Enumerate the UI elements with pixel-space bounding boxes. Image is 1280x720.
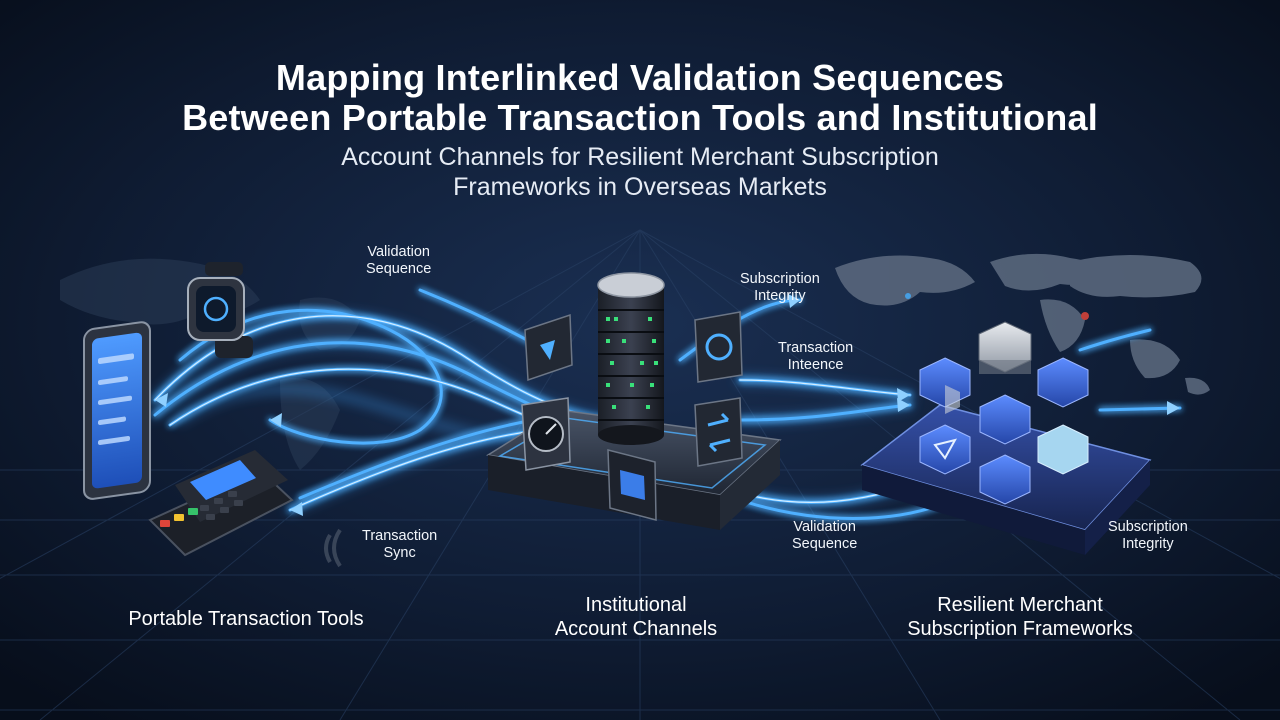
channel-tile-right-bottom-icon xyxy=(694,397,743,467)
channel-tile-right-top-icon xyxy=(694,311,743,383)
page-title-line-1: Mapping Interlinked Validation Sequences xyxy=(275,57,1005,98)
label-line: Integrity xyxy=(754,288,806,304)
section-merchant: Resilient Merchant Subscription Framewor… xyxy=(870,593,1170,641)
label-line: Sync xyxy=(383,545,416,561)
section-line: Institutional xyxy=(585,594,687,616)
smartwatch-icon xyxy=(187,262,253,358)
label-line: Transaction xyxy=(778,340,854,356)
label-line: Subscription xyxy=(1108,519,1188,535)
hexagon-cluster-icon xyxy=(919,321,1089,505)
database-server-icon xyxy=(597,272,665,445)
label-transaction-inteence: Transaction Inteence xyxy=(778,340,853,374)
page-subtitle-line-2: Frameworks in Overseas Markets xyxy=(453,173,827,201)
label-line: Transaction xyxy=(362,528,438,544)
label-transaction-sync: Transaction Sync xyxy=(362,528,437,562)
section-line: Subscription Frameworks xyxy=(907,618,1133,640)
page-title-line-2: Between Portable Transaction Tools and I… xyxy=(182,97,1098,138)
channel-tile-left-icon xyxy=(524,313,573,382)
world-map-icon xyxy=(835,253,1210,395)
label-subscription-integrity-top: Subscription Integrity xyxy=(740,271,820,305)
label-line: Validation xyxy=(367,244,430,260)
label-validation-sequence-top: Validation Sequence xyxy=(366,244,431,278)
dial-tile-icon xyxy=(521,397,571,471)
label-line: Subscription xyxy=(740,271,820,287)
label-subscription-integrity-bottom: Subscription Integrity xyxy=(1108,519,1188,553)
label-validation-sequence-bottom: Validation Sequence xyxy=(792,519,857,553)
section-institutional: Institutional Account Channels xyxy=(500,593,772,641)
label-line: Sequence xyxy=(792,536,858,552)
section-line: Resilient Merchant xyxy=(937,594,1103,616)
smartphone-icon xyxy=(83,321,151,500)
label-line: Integrity xyxy=(1122,536,1174,552)
contactless-icon xyxy=(324,528,342,568)
label-line: Validation xyxy=(793,519,856,535)
label-line: Inteence xyxy=(787,357,844,373)
channel-tile-bottom-icon xyxy=(607,449,657,521)
section-portable-tools: Portable Transaction Tools xyxy=(128,608,364,630)
section-line: Account Channels xyxy=(554,618,718,640)
page-subtitle-line-1: Account Channels for Resilient Merchant … xyxy=(341,143,939,171)
label-line: Sequence xyxy=(366,261,432,277)
flow-arrowheads xyxy=(155,294,1180,516)
card-terminal-icon xyxy=(148,450,294,557)
